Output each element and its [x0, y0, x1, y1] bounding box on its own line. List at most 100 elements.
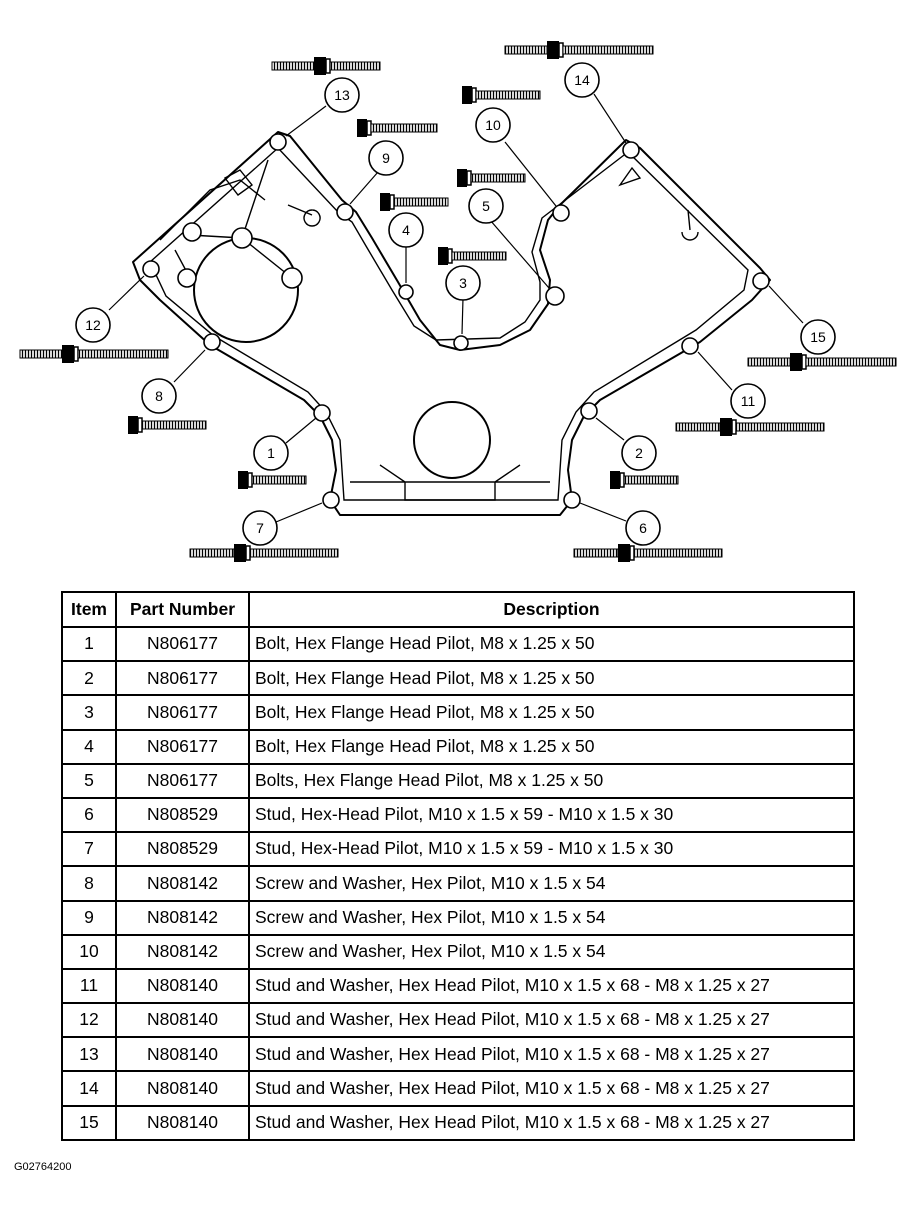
callout-9-label: 9	[382, 150, 390, 166]
cell-description: Stud and Washer, Hex Head Pilot, M10 x 1…	[248, 1104, 855, 1141]
boss	[281, 267, 303, 289]
callout-3: 3	[445, 265, 481, 301]
stud-7	[189, 544, 339, 562]
callout-3-label: 3	[459, 275, 467, 291]
cell-item: 9	[61, 899, 117, 936]
cell-description: Stud and Washer, Hex Head Pilot, M10 x 1…	[248, 1036, 855, 1073]
cell-part-number: N808529	[115, 796, 250, 834]
cell-part-number: N806177	[115, 762, 250, 799]
cell-item: 15	[61, 1104, 117, 1141]
cell-description: Stud and Washer, Hex Head Pilot, M10 x 1…	[248, 1070, 855, 1107]
callout-1: 1	[253, 435, 289, 471]
cell-part-number: N808142	[115, 933, 250, 970]
bolt-10	[462, 86, 541, 104]
callout-12: 12	[75, 307, 111, 343]
stud-11	[675, 418, 825, 436]
stud-12	[19, 345, 169, 363]
stud-15	[747, 353, 897, 371]
cell-part-number: N808140	[115, 1036, 250, 1073]
boss	[231, 227, 253, 249]
callout-2: 2	[621, 435, 657, 471]
cell-item: 8	[61, 865, 117, 902]
bolt-hole-7	[322, 491, 340, 509]
callout-6-label: 6	[639, 520, 647, 536]
cell-description: Screw and Washer, Hex Pilot, M10 x 1.5 x…	[248, 933, 855, 970]
callout-11: 11	[730, 383, 766, 419]
cell-description: Stud, Hex-Head Pilot, M10 x 1.5 x 59 - M…	[248, 831, 855, 868]
callout-7: 7	[242, 510, 278, 546]
stud-13	[271, 57, 381, 75]
cell-description: Stud and Washer, Hex Head Pilot, M10 x 1…	[248, 967, 855, 1005]
bolt-hole-3	[453, 335, 469, 351]
callout-15-label: 15	[810, 329, 826, 345]
callout-11-label: 11	[741, 393, 756, 409]
cell-description: Bolts, Hex Flange Head Pilot, M8 x 1.25 …	[248, 762, 855, 799]
water-pump-webbing	[159, 159, 293, 279]
cell-item: 6	[61, 796, 117, 834]
bolt-hole-11	[681, 337, 699, 355]
cell-description: Bolt, Hex Flange Head Pilot, M8 x 1.25 x…	[248, 728, 855, 765]
bolt-4	[380, 193, 449, 211]
callout-6: 6	[625, 510, 661, 546]
bolt-1	[238, 471, 307, 489]
bolt-5	[457, 169, 526, 187]
stud-6	[573, 544, 723, 562]
callout-14-label: 14	[574, 72, 590, 88]
water-pump-bore	[193, 237, 299, 343]
callout-8-label: 8	[155, 388, 163, 404]
cell-part-number: N808142	[115, 865, 250, 902]
cell-description: Stud, Hex-Head Pilot, M10 x 1.5 x 59 - M…	[248, 796, 855, 834]
bolt-2	[610, 471, 679, 489]
bolt-hole-13	[269, 133, 287, 151]
cell-item: 4	[61, 728, 117, 765]
bolt-8	[128, 416, 207, 434]
cell-description: Bolt, Hex Flange Head Pilot, M8 x 1.25 x…	[248, 660, 855, 697]
callout-5: 5	[468, 188, 504, 224]
cell-part-number: N808142	[115, 899, 250, 936]
cell-item: 3	[61, 694, 117, 731]
tab	[223, 169, 254, 196]
boss	[182, 222, 202, 242]
tab	[618, 166, 699, 241]
cell-description: Bolt, Hex Flange Head Pilot, M8 x 1.25 x…	[248, 694, 855, 731]
cover-gasket-outline	[132, 131, 771, 516]
callout-10-label: 10	[485, 117, 501, 133]
cell-part-number: N806177	[115, 660, 250, 697]
crankshaft-seal-bore	[413, 401, 491, 479]
tab	[287, 204, 321, 227]
header-part-number: Part Number	[115, 591, 250, 628]
cover-inner-outline	[149, 147, 749, 501]
cell-part-number: N808140	[115, 1002, 250, 1039]
leader-lines	[108, 93, 804, 523]
bolt-hole-14	[622, 141, 640, 159]
bolt-hole-4	[398, 284, 414, 300]
stud-14	[504, 41, 654, 59]
bolt-hole-8	[203, 333, 221, 351]
cell-item: 10	[61, 933, 117, 970]
cell-item: 14	[61, 1070, 117, 1107]
cell-item: 5	[61, 762, 117, 799]
bolt-9	[357, 119, 438, 137]
fastener-illustrations	[19, 41, 897, 562]
cell-part-number: N806177	[115, 625, 250, 663]
table-header-row: Item Part Number Description	[61, 591, 855, 628]
cell-item: 13	[61, 1036, 117, 1073]
callout-13-label: 13	[334, 87, 350, 103]
bolt-hole-10	[552, 204, 570, 222]
cell-item: 12	[61, 1002, 117, 1039]
cell-part-number: N808140	[115, 1104, 250, 1141]
bolt-hole-2	[580, 402, 598, 420]
bolt-hole-5	[545, 286, 565, 306]
